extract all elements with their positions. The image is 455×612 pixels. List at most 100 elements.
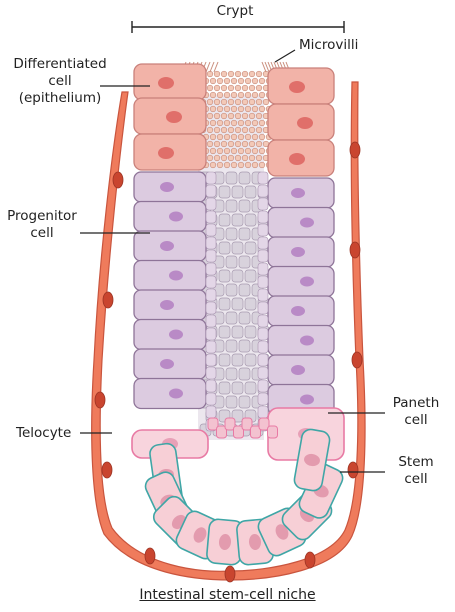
interstitial-cell <box>257 301 269 315</box>
microvilli-dot <box>216 147 224 155</box>
microvilli-dot <box>244 119 252 127</box>
telocyte-nucleus <box>224 565 236 583</box>
stem-nucleus <box>304 453 320 467</box>
microvilli-dot <box>223 77 231 85</box>
microvilli-dot <box>223 105 231 113</box>
microvilli-dot <box>213 84 221 92</box>
lumen-cell <box>238 395 251 409</box>
microvilli-dot <box>209 161 217 169</box>
lumen-cell <box>218 297 231 311</box>
microvilli-dot <box>230 105 238 113</box>
progenitor-nucleus <box>291 306 305 316</box>
microvilli-dot <box>258 77 266 85</box>
microvilli-dot <box>237 119 245 127</box>
differentiated-nucleus <box>289 81 305 93</box>
differentiated-label-line3: (epithelium) <box>18 90 102 106</box>
microvilli-dot <box>255 98 263 106</box>
microvilli-dot <box>244 147 252 155</box>
paneth-label-line1: Paneth <box>392 395 440 411</box>
microvilli-dot <box>213 70 221 78</box>
microvilli-dot <box>227 126 235 134</box>
lumen-cell <box>244 185 257 199</box>
progenitor-nucleus <box>291 365 305 375</box>
telocyte-nucleus <box>102 291 114 309</box>
stem-nucleus <box>248 534 262 550</box>
microvilli-tuft <box>264 61 270 73</box>
interstitial-cell <box>205 379 217 393</box>
differentiated-nucleus <box>158 147 174 159</box>
interstitial-cell <box>205 171 217 185</box>
differentiated-label-line1: Differentiated <box>13 56 107 72</box>
telocyte-nucleus <box>144 547 156 565</box>
interstitial-cell <box>205 314 217 328</box>
microvilli-dot <box>227 70 235 78</box>
lumen-cell <box>244 297 257 311</box>
lumen-cell <box>244 269 257 283</box>
microvilli-dot <box>206 98 214 106</box>
interstitial-cell <box>257 249 269 263</box>
microvilli-dot <box>255 112 263 120</box>
microvilli-dot <box>258 147 266 155</box>
microvilli-dot <box>234 84 242 92</box>
microvilli-dot <box>241 98 249 106</box>
microvilli-dot <box>223 119 231 127</box>
microvilli-dot <box>209 105 217 113</box>
interstitial-cell <box>205 366 217 380</box>
lumen-cell <box>225 227 238 241</box>
interstitial-cell <box>205 275 217 289</box>
paneth-granule-cell <box>250 425 261 439</box>
progenitor-nucleus <box>291 247 305 257</box>
interstitial-cell <box>205 405 217 419</box>
microvilli-dot <box>248 112 256 120</box>
microvilli-dot <box>237 105 245 113</box>
microvilli-dot <box>209 133 217 141</box>
stem-label-line1: Stem <box>398 454 434 470</box>
microvilli-dot <box>248 84 256 92</box>
microvilli-dot <box>241 70 249 78</box>
microvilli-tuft <box>205 61 211 73</box>
microvilli-dot <box>234 70 242 78</box>
progenitor-nucleus <box>291 188 305 198</box>
lumen-cell <box>238 227 251 241</box>
progenitor-nucleus <box>300 335 314 346</box>
microvilli-dot <box>206 84 214 92</box>
microvilli-dot <box>251 91 259 99</box>
interstitial-cell <box>205 340 217 354</box>
microvilli-dot <box>213 140 221 148</box>
microvilli-dot <box>213 154 221 162</box>
microvilli-dot <box>234 126 242 134</box>
microvilli-dot <box>237 147 245 155</box>
interstitial-cell <box>205 236 217 250</box>
interstitial-cell <box>205 262 217 276</box>
microvilli-dot <box>227 84 235 92</box>
differentiated-nucleus <box>289 153 305 165</box>
microvilli-dot <box>255 140 263 148</box>
microvilli-dot <box>248 126 256 134</box>
microvilli-dot <box>220 140 228 148</box>
crypt-label: Crypt <box>216 3 254 19</box>
microvilli-dot <box>230 147 238 155</box>
diagram-caption: Intestinal stem-cell niche <box>139 587 316 603</box>
telocyte-label: Telocyte <box>16 425 72 441</box>
progenitor-nucleus <box>160 182 174 192</box>
stem-label-line2: cell <box>404 471 428 487</box>
lumen-cell <box>231 297 244 311</box>
microvilli-dot <box>234 140 242 148</box>
lumen-cell <box>244 241 257 255</box>
microvilli-dot <box>251 105 259 113</box>
interstitial-cell <box>257 392 269 406</box>
microvilli-dot <box>209 147 217 155</box>
lumen-cell <box>231 325 244 339</box>
progenitor-nucleus <box>160 359 174 369</box>
telocyte-nucleus <box>349 141 361 159</box>
interstitial-cell <box>205 210 217 224</box>
microvilli-dot <box>220 112 228 120</box>
right-epithelium-column <box>257 67 335 432</box>
microvilli-dot <box>234 154 242 162</box>
microvilli-dot <box>237 91 245 99</box>
lumen-cell <box>244 213 257 227</box>
lumen-cell <box>238 171 251 185</box>
stem-cell-group <box>293 428 331 492</box>
progenitor-nucleus <box>169 329 183 340</box>
